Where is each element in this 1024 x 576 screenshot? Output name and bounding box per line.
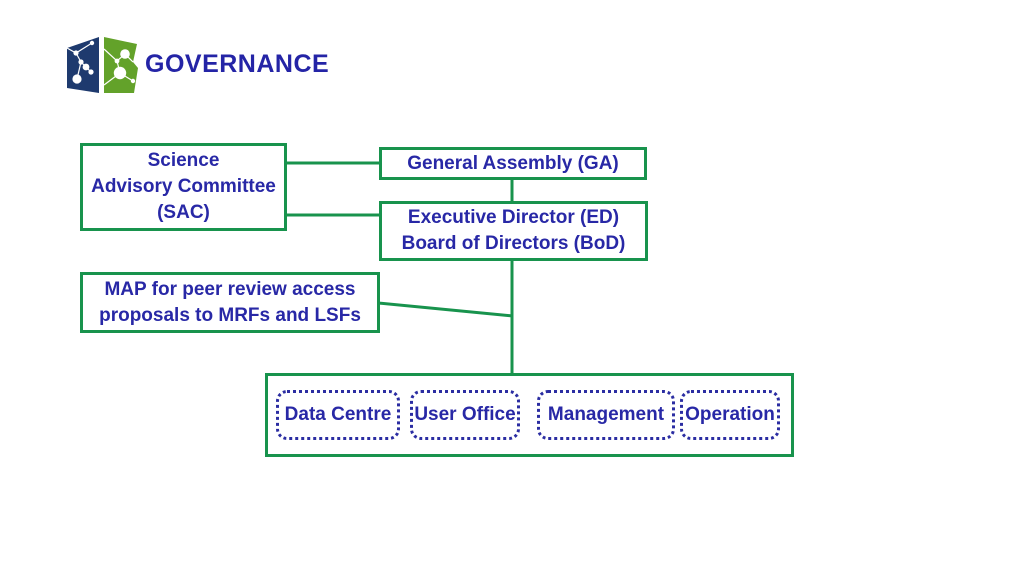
management-box: Management	[537, 390, 675, 440]
general-assembly-box: General Assembly (GA)	[379, 147, 647, 180]
map-peer-review-box: MAP for peer review access proposals to …	[80, 272, 380, 333]
user-office-label: User Office	[414, 404, 516, 425]
science-advisory-committee-label: Science Advisory Committee (SAC)	[91, 150, 276, 223]
operation-box: Operation	[680, 390, 780, 440]
science-advisory-committee-box: Science Advisory Committee (SAC)	[80, 143, 287, 231]
operation-label: Operation	[685, 404, 775, 425]
general-assembly-label: General Assembly (GA)	[407, 152, 619, 174]
management-label: Management	[547, 404, 665, 425]
user-office-box: User Office	[410, 390, 520, 440]
data-centre-label: Data Centre	[284, 404, 392, 425]
executive-director-board-box: Executive Director (ED) Board of Directo…	[379, 201, 648, 261]
data-centre-box: Data Centre	[276, 390, 400, 440]
organization-logo-icon	[66, 37, 138, 93]
executive-director-board-label: Executive Director (ED) Board of Directo…	[401, 207, 626, 254]
map-peer-review-label: MAP for peer review access proposals to …	[99, 278, 361, 326]
connector-map-trunk	[377, 301, 514, 318]
page-title: GOVERNANCE	[145, 50, 330, 78]
